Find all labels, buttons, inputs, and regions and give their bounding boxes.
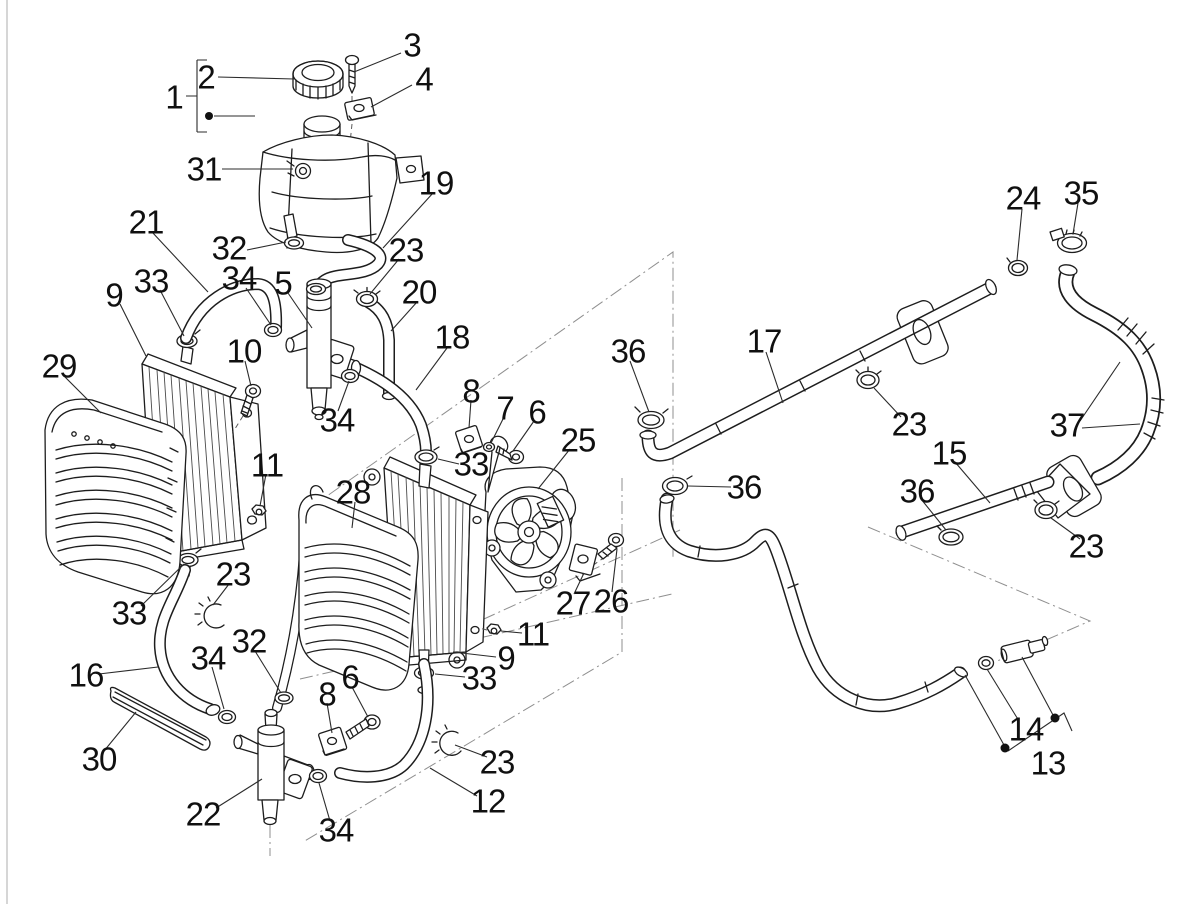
leader-lines [63,52,1141,822]
rubber-strip [109,686,211,751]
clamp-icon [283,236,305,250]
clamp-icon [936,525,964,546]
union-fitting-icon [1000,635,1049,664]
clamp-icon [855,366,882,390]
tank-cap-icon [292,60,344,100]
clamp-icon [305,282,327,296]
cooling-fan [483,435,577,593]
bleed-fitting-icon [294,162,312,180]
clamp-icon [274,691,294,705]
clamp-icon [194,596,225,629]
clamp-icon [1049,227,1088,254]
screw-icon [232,383,262,433]
t-fitting-22 [233,708,315,826]
screw-icon [345,714,381,740]
radiator-cover-front [44,398,187,595]
clamp-icon [340,368,360,384]
expansion-tank-group [258,54,425,254]
clamp-icon [217,709,237,725]
clip-nut-icon [344,97,377,121]
washer-icon [482,441,496,453]
clip-ring-icon [977,655,995,671]
right-pipe-group [634,227,1165,713]
radiator-center [363,456,489,695]
clamp-icon [1006,257,1029,277]
clamp-icon [1033,499,1060,520]
clip-nut-icon [318,726,348,756]
clip-nut-icon [455,425,483,454]
expansion-tank-body [258,134,425,254]
hose-16 [153,564,216,715]
clamp-icon [431,724,462,756]
upper-hose-group [180,234,432,458]
screw-icon [495,445,525,465]
left-radiator-group [44,329,267,595]
center-assembly [233,425,625,826]
screw-icon [344,54,360,94]
clamp-icon [634,406,669,430]
clamp-icon [263,322,283,338]
nut-icon [478,623,502,635]
clamp-icon [308,768,328,784]
radiator-cover-rear [298,485,419,691]
fan-bracket [568,543,613,582]
clamp-icon [661,475,693,496]
t-fitting-5 [285,278,362,421]
clamp-icon [177,548,202,568]
lower-left-hose-group [109,564,237,751]
clamp-icon [414,446,440,465]
nut-icon [251,504,267,516]
screw-icon [597,532,625,560]
callout-1-bracket [186,59,207,133]
clamp-icon [353,286,381,308]
